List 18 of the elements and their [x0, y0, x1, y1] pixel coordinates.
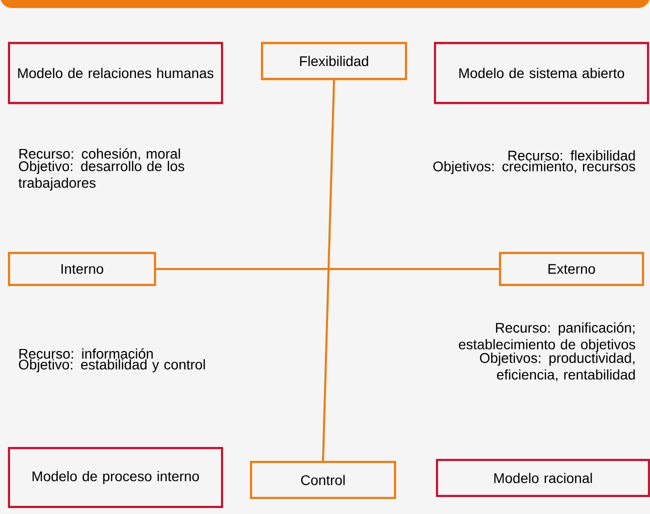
- axis-box: Externo: [498, 252, 644, 286]
- model-box: Modelo de proceso interno: [8, 446, 224, 508]
- quadrant-note: Objetivo: desarrollo de los trabajadores: [18, 160, 184, 191]
- axis-box: Flexibilidad: [260, 42, 408, 80]
- axis-box: Control: [250, 460, 396, 500]
- quadrant-note: Recurso: cohesión, moral: [19, 148, 180, 160]
- quadrant-note: Recurso: panificación; establecimiento de objetivos: [458, 322, 636, 352]
- quadrant-note: Recurso: flexibilidad: [508, 150, 635, 161]
- quadrant-note: Objetivos: productividad, eficiencia, rentabilidad: [480, 352, 635, 382]
- quadrant-note: Objetivo: estabilidad y control: [18, 359, 205, 372]
- model-box: Modelo de sistema abierto: [434, 42, 650, 104]
- quadrant-note: Recurso: información: [19, 348, 153, 359]
- model-box: Modelo racional: [436, 458, 650, 498]
- model-box: Modelo de relaciones humanas: [8, 42, 224, 104]
- connector-line: [156, 268, 499, 270]
- axis-box: Interno: [8, 252, 156, 286]
- quadrant-note: Objetivos: crecimiento, recursos: [433, 161, 636, 174]
- connector-line: [322, 80, 335, 461]
